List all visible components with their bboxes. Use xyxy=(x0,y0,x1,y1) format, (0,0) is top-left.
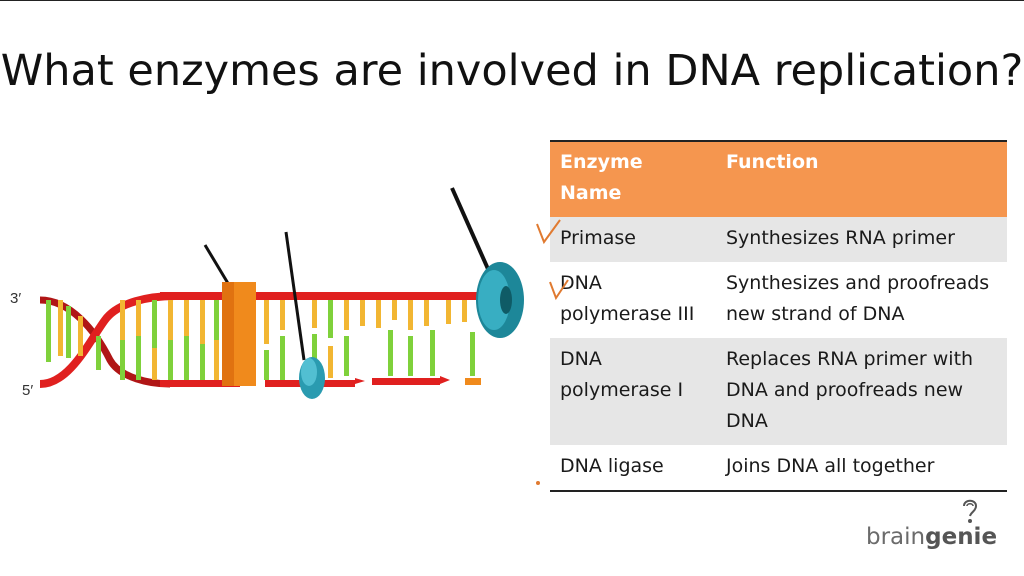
primase-enzyme xyxy=(450,187,524,338)
function-cell: Joins DNA all together xyxy=(726,455,935,477)
dna-replication-diagram xyxy=(39,187,524,399)
enzyme-cell: DNA ligase xyxy=(560,455,664,477)
table-row: Primase Synthesizes RNA primer xyxy=(550,217,1007,262)
enzyme-cell: DNA polymerase I xyxy=(560,348,684,401)
label-3-prime: 3′ xyxy=(10,290,22,307)
polymerase-enzyme xyxy=(284,231,325,399)
base-pairs xyxy=(120,300,475,380)
header-enzyme-name: Enzyme Name xyxy=(560,151,643,204)
enzyme-cell: DNA polymerase III xyxy=(560,272,695,325)
function-cell: Synthesizes RNA primer xyxy=(726,227,955,249)
enzyme-cell: Primase xyxy=(560,227,636,249)
table-row: DNA polymerase I Replaces RNA primer wit… xyxy=(550,338,1007,445)
function-cell: Synthesizes and proofreads new strand of… xyxy=(726,272,990,325)
brand-part2: genie xyxy=(925,524,998,550)
brand-part1: brain xyxy=(866,524,926,550)
slide-title: What enzymes are involved in DNA replica… xyxy=(0,46,1024,96)
braingenie-logo: braingenie xyxy=(866,524,997,550)
replication-strands xyxy=(160,292,515,387)
table-row: DNA polymerase III Synthesizes and proof… xyxy=(550,262,1007,338)
enzyme-table: Enzyme Name Function Primase Synthesizes… xyxy=(550,140,1007,492)
checkmark-annotation-icon xyxy=(536,219,561,245)
table-header-row: Enzyme Name Function xyxy=(550,141,1007,217)
checkmark-annotation-icon xyxy=(549,279,569,301)
top-border xyxy=(0,0,1024,1)
parent-helix xyxy=(39,292,176,388)
header-function: Function xyxy=(726,151,819,173)
function-cell: Replaces RNA primer with DNA and proofre… xyxy=(726,348,974,432)
table-row: DNA ligase Joins DNA all together xyxy=(550,445,1007,491)
dot-annotation-icon xyxy=(536,481,540,485)
lightbulb-logo-icon xyxy=(963,499,978,523)
label-5-prime: 5′ xyxy=(22,382,34,399)
helicase-enzyme xyxy=(203,244,256,386)
